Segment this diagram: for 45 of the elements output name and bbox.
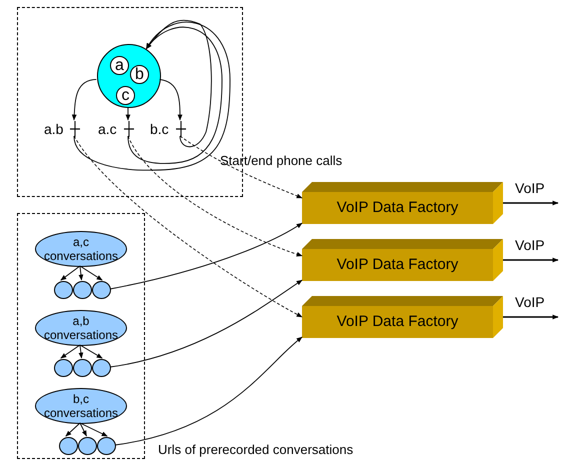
small-ellipse — [92, 359, 111, 377]
arrow — [128, 26, 222, 164]
arrow — [80, 344, 103, 359]
arrow — [78, 344, 84, 359]
arrow — [80, 422, 87, 437]
node-label: a.b — [44, 121, 64, 137]
small-ellipse — [73, 359, 92, 377]
conversation-ellipse: a,b conversations — [35, 310, 127, 346]
arrow — [503, 200, 559, 206]
arrow — [146, 20, 212, 148]
small-ellipse — [54, 281, 73, 299]
annotation-text: Start/end phone calls — [220, 153, 342, 169]
node-label: a.c — [98, 121, 117, 137]
conversation-ellipse: a,c conversations — [35, 231, 127, 267]
dashed-arrow — [74, 136, 303, 318]
conversation-ellipse: b,c conversations — [35, 388, 127, 424]
arrow — [80, 422, 108, 437]
arrow — [503, 314, 559, 320]
arrow — [74, 22, 230, 171]
arrow — [159, 79, 182, 121]
arrow — [114, 336, 302, 446]
arrow — [60, 344, 80, 359]
annotation-text: Urls of prerecorded conversations — [158, 442, 354, 458]
small-ellipse — [73, 281, 92, 299]
arrow — [65, 422, 80, 437]
arrow — [503, 258, 559, 262]
arrow — [80, 266, 103, 281]
edge-label: VoIP — [515, 294, 545, 310]
arrow — [60, 266, 80, 281]
small-ellipse — [78, 437, 97, 455]
arrow — [110, 280, 302, 368]
arrow — [126, 106, 130, 121]
arrow — [78, 266, 84, 281]
edge-label: VoIP — [515, 180, 545, 196]
dashed-arrow — [180, 136, 303, 198]
small-ellipse — [92, 281, 111, 299]
dashed-arrow — [128, 136, 303, 256]
edge-label: VoIP — [515, 237, 545, 253]
small-ellipse — [97, 437, 116, 455]
small-ellipse — [54, 359, 73, 377]
small-ellipse — [59, 437, 78, 455]
arrow — [110, 222, 302, 290]
node-label: b.c — [150, 121, 169, 137]
dashed-frame — [17, 213, 145, 459]
arrow — [72, 79, 97, 121]
